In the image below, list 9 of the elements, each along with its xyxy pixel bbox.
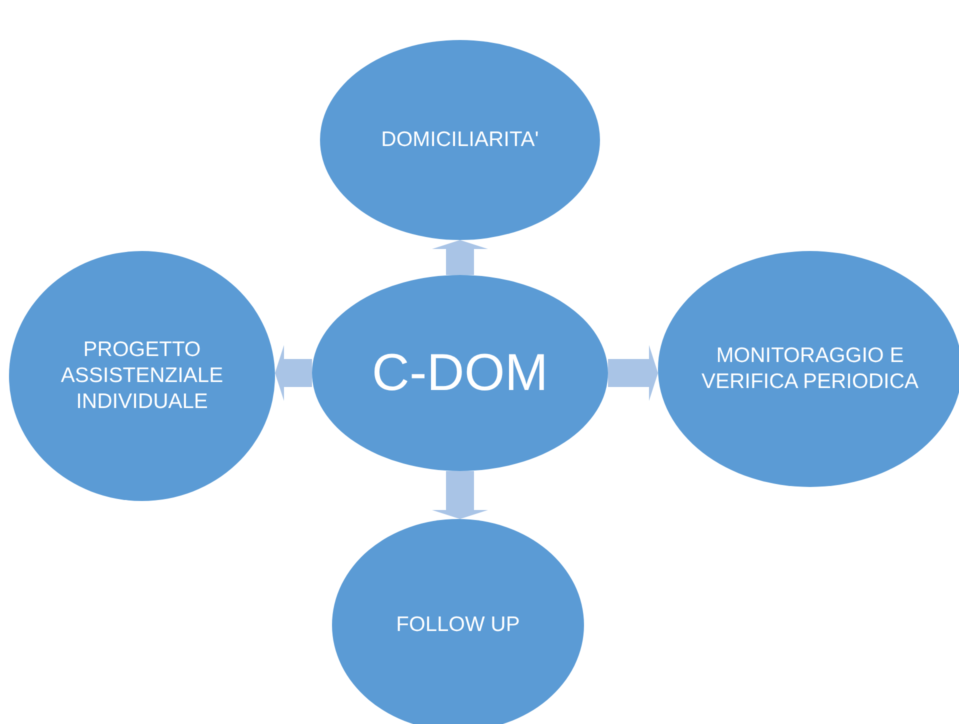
block-arrow bbox=[432, 240, 488, 275]
node-label: FOLLOW UP bbox=[396, 612, 520, 638]
node-label: MONITORAGGIO E VERIFICA PERIODICA bbox=[700, 342, 920, 395]
node-label: C-DOM bbox=[372, 342, 548, 404]
block-arrow bbox=[275, 345, 312, 401]
node-label: PROGETTO ASSISTENZIALE INDIVIDUALE bbox=[60, 336, 224, 416]
block-arrow bbox=[608, 345, 658, 401]
node-label: DOMICILIARITA' bbox=[381, 126, 539, 153]
block-arrow bbox=[432, 471, 488, 519]
